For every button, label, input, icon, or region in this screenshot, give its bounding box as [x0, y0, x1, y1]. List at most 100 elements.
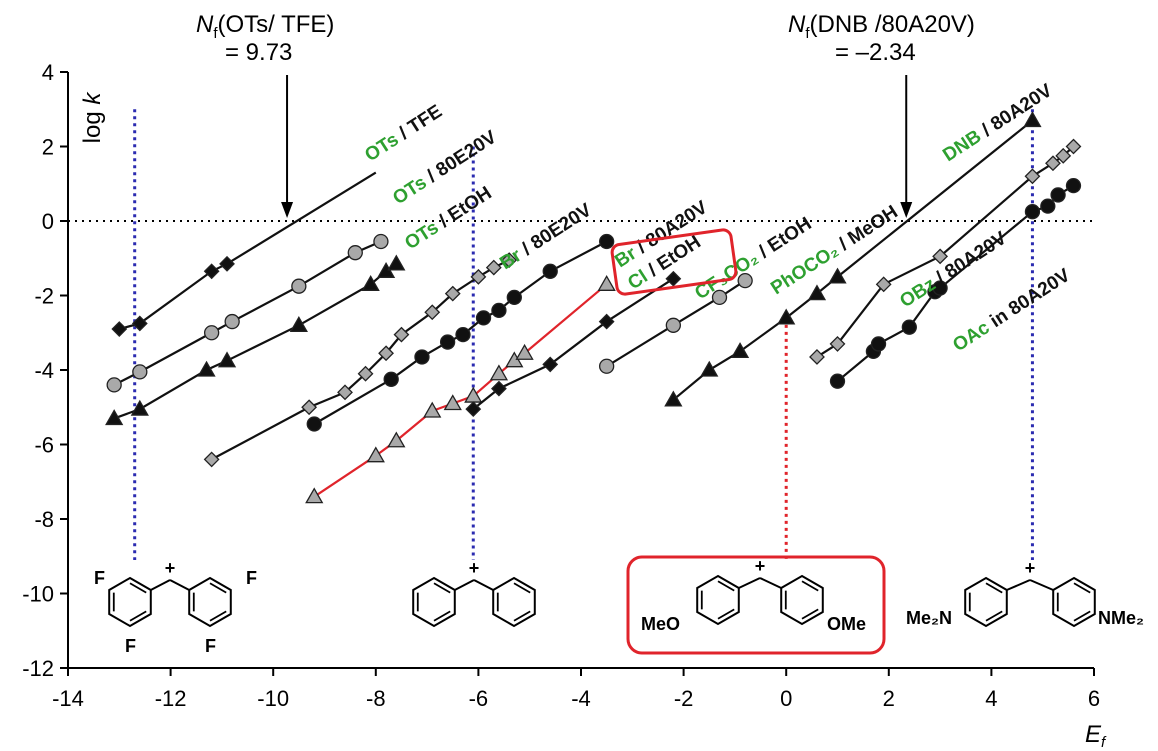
data-point: [828, 267, 847, 284]
double-bond: [129, 582, 147, 594]
atom-label: F: [205, 636, 216, 656]
data-point: [361, 275, 380, 291]
series-label: Br / 80E20V: [496, 199, 595, 274]
double-bond: [209, 582, 227, 594]
series-8: [664, 111, 1042, 407]
data-point: [470, 268, 487, 285]
data-point: [1045, 155, 1061, 172]
bond: [473, 579, 494, 591]
data-point: [424, 304, 441, 321]
data-point: [131, 315, 148, 332]
data-point: [807, 284, 827, 301]
benzene-ring: [964, 576, 1008, 628]
data-point: [455, 326, 471, 343]
y-tick-label: -2: [34, 284, 54, 309]
bond: [759, 577, 782, 589]
series-9: [809, 138, 1082, 365]
data-point: [777, 308, 796, 325]
data-point: [599, 233, 615, 250]
data-point: [130, 399, 149, 416]
data-point: [423, 401, 442, 418]
data-point: [491, 302, 507, 319]
data-point: [393, 326, 410, 343]
y-tick-label: -6: [34, 433, 54, 458]
series-5: [305, 275, 616, 504]
x-tick-label: -14: [52, 686, 84, 711]
data-point: [491, 380, 507, 397]
data-point: [373, 233, 389, 250]
x-tick-label: -12: [155, 686, 187, 711]
double-bond: [433, 610, 451, 622]
data-point: [289, 315, 308, 332]
data-point: [506, 289, 522, 306]
data-point: [305, 487, 324, 504]
data-point: [1055, 147, 1072, 164]
cation-plus: +: [469, 558, 480, 578]
bond: [1029, 579, 1054, 591]
benzene-ring: [108, 576, 152, 628]
double-bond: [513, 610, 531, 622]
double-bond: [209, 610, 227, 622]
data-point: [106, 377, 122, 393]
data-point: [291, 278, 307, 294]
data-point: [444, 285, 461, 302]
data-point: [901, 319, 917, 335]
benzene-ring: [696, 574, 740, 626]
data-point: [105, 409, 124, 426]
benzene-ring: [412, 576, 456, 628]
data-point: [1024, 204, 1041, 220]
molecule-benzhydryl: +: [412, 558, 536, 628]
data-point: [203, 263, 220, 280]
data-point: [1040, 198, 1056, 214]
data-point: [515, 343, 534, 360]
atom-label: F: [125, 636, 136, 656]
y-tick-label: -12: [22, 656, 54, 681]
y-tick-label: 2: [42, 135, 54, 160]
reference-lines: [133, 109, 1034, 560]
data-point: [439, 334, 456, 350]
data-point: [347, 245, 363, 261]
series-line: [113, 262, 397, 420]
y-tick-label: -8: [34, 507, 54, 532]
nf-arrow-head: [281, 202, 294, 218]
series-3: [203, 252, 518, 468]
benzene-ring: [780, 574, 824, 626]
cation-plus: +: [1025, 558, 1036, 578]
bond: [738, 577, 761, 589]
data-point: [598, 313, 615, 330]
atom-label: F: [246, 568, 257, 588]
data-point: [301, 399, 318, 416]
cation-plus: +: [165, 558, 176, 578]
data-point: [203, 325, 220, 341]
data-point: [665, 270, 682, 287]
data-point: [387, 254, 406, 271]
x-tick-label: 2: [883, 686, 895, 711]
data-point: [599, 358, 615, 374]
bond: [150, 579, 171, 591]
data-point: [501, 252, 518, 269]
double-bond: [513, 582, 531, 594]
highlight-box: [610, 228, 738, 296]
data-point: [1065, 138, 1082, 155]
bond: [1006, 579, 1031, 591]
data-point: [485, 259, 502, 276]
series-layer: [105, 111, 1082, 504]
x-tick-label: -8: [366, 686, 386, 711]
y-tick-label: -10: [22, 582, 54, 607]
data-point: [1065, 177, 1082, 194]
bond: [454, 579, 475, 591]
data-point: [387, 431, 406, 448]
x-tick-label: 4: [985, 686, 997, 711]
double-bond: [1073, 582, 1091, 594]
nf-arrow-head: [900, 202, 913, 218]
x-tick-label: 6: [1088, 686, 1100, 711]
data-point: [337, 384, 353, 401]
nf-value: = –2.34: [835, 39, 916, 66]
data-point: [383, 371, 399, 387]
